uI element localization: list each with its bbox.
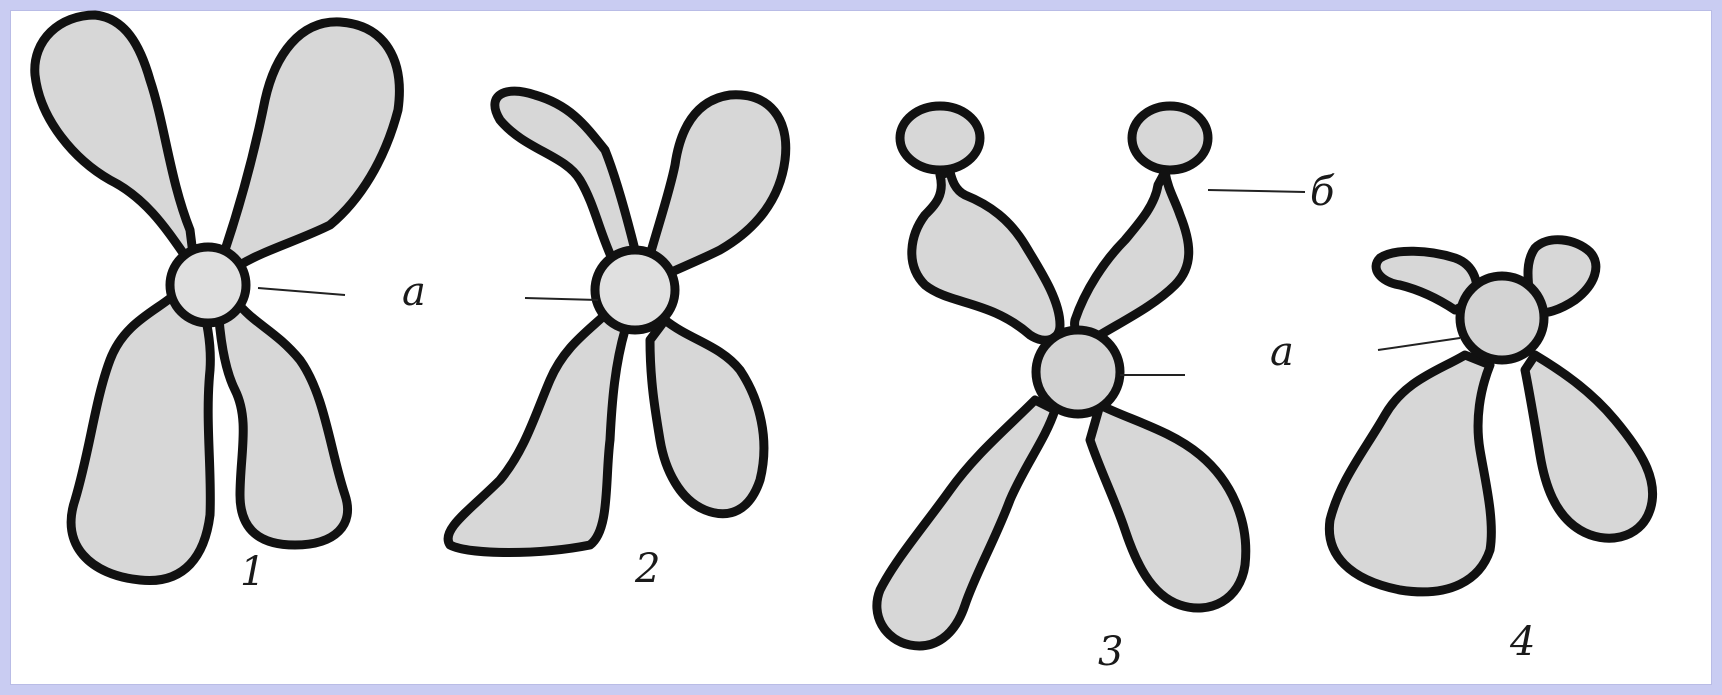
- chromosome-2-arm-upper-right: [650, 95, 786, 275]
- chromosome-3-arm-upper-left: [912, 172, 1060, 340]
- chromosome-3-arm-lower-right: [1090, 405, 1246, 608]
- chromosome-3-satellite-right: [1132, 106, 1208, 170]
- chromosome-2-arm-lower-right: [650, 320, 764, 514]
- label-3-satellite: б: [1310, 169, 1335, 215]
- chromosome-4: [1329, 240, 1652, 592]
- chromosome-2-centromere: [595, 250, 675, 330]
- chromosome-3-arm-upper-right: [1075, 172, 1189, 339]
- chromosome-4-arm-lower-right: [1525, 355, 1653, 538]
- chromosome-1-arm-upper-left: [35, 15, 195, 270]
- chromosome-3: [877, 106, 1246, 646]
- chromosome-3-arm-lower-left: [877, 400, 1055, 646]
- chromosome-4-centromere: [1460, 276, 1544, 360]
- label-chromosome-1: 1: [240, 549, 265, 595]
- leader-line-4-centromere: [1378, 338, 1460, 350]
- chromosome-1: [35, 15, 400, 581]
- chromosome-1-centromere: [170, 247, 246, 323]
- chromosome-2: [448, 91, 786, 552]
- chromosome-1-arm-upper-right: [225, 22, 399, 265]
- leader-line-3-satellite: [1208, 190, 1305, 192]
- chromosome-3-centromere: [1036, 330, 1120, 414]
- chromosome-4-arm-lower-left: [1329, 355, 1491, 592]
- leader-line-2-centromere: [525, 298, 598, 300]
- label-chromosome-4: 4: [1509, 619, 1535, 665]
- chromosome-2-arm-lower-left: [448, 310, 625, 553]
- label-chromosome-3: 3: [1098, 629, 1123, 675]
- chromosome-3-satellite-left: [900, 106, 980, 170]
- label-1-centromere: a: [402, 269, 426, 315]
- chromosome-1-arm-lower-right: [218, 300, 348, 545]
- label-chromosome-2: 2: [634, 546, 660, 592]
- leader-line-1-a: [258, 288, 345, 295]
- label-3-centromere: a: [1270, 329, 1294, 375]
- chromosome-1-arm-lower-left: [71, 290, 210, 581]
- chromosome-2-arm-upper-left: [495, 91, 635, 265]
